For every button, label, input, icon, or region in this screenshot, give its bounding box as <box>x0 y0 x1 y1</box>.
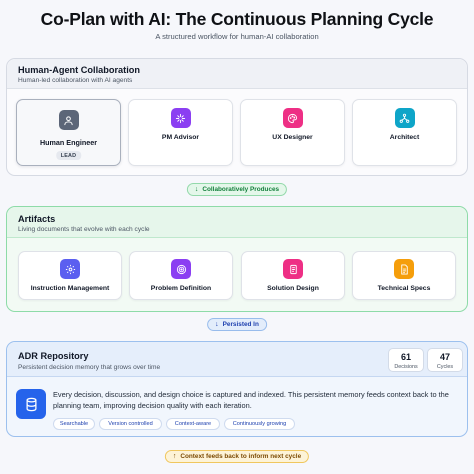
connector-label: Collaboratively Produces <box>202 186 280 193</box>
sparkle-icon <box>170 108 191 128</box>
agent-card-ux-designer[interactable]: UX Designer <box>240 99 345 166</box>
artifact-card-problem-definition[interactable]: Problem Definition <box>129 251 233 300</box>
collaboration-title: Human-Agent Collaboration <box>18 65 140 75</box>
tag-context-aware: Context-aware <box>166 418 220 430</box>
artifacts-subtitle: Living documents that evolve with each c… <box>18 226 150 233</box>
collaboration-section: Human-Agent Collaboration Human-led coll… <box>6 58 468 176</box>
artifact-card-solution-design[interactable]: Solution Design <box>241 251 345 300</box>
connector-produces: ↓ Collaboratively Produces <box>186 183 288 196</box>
palette-icon <box>282 108 303 128</box>
artifacts-section: Artifacts Living documents that evolve w… <box>6 206 468 312</box>
gear-icon <box>60 259 80 279</box>
artifact-card-instruction-management[interactable]: Instruction Management <box>18 251 122 300</box>
arrow-down-icon: ↓ <box>215 321 219 328</box>
adr-title: ADR Repository <box>18 351 89 361</box>
artifact-label: Instruction Management <box>30 285 110 292</box>
adr-section: ADR Repository Persistent decision memor… <box>6 341 468 437</box>
tag-searchable: Searchable <box>53 418 95 430</box>
stat-value: 47 <box>439 352 450 362</box>
document-icon <box>394 259 414 279</box>
agent-card-pm-advisor[interactable]: PM Advisor <box>128 99 233 166</box>
arrow-up-icon: ↑ <box>172 453 177 460</box>
collaboration-subtitle: Human-led collaboration with AI agents <box>18 77 133 84</box>
tag-version-controlled: Version controlled <box>99 418 162 430</box>
stat-caption: Decisions <box>394 364 418 370</box>
database-icon <box>16 389 46 419</box>
artifact-card-technical-specs[interactable]: Technical Specs <box>352 251 456 300</box>
agent-label: UX Designer <box>272 134 313 141</box>
stat-decisions: 61 Decisions <box>388 348 424 372</box>
artifact-label: Solution Design <box>267 285 319 292</box>
stat-cycles: 47 Cycles <box>427 348 463 372</box>
artifacts-header <box>7 207 467 238</box>
stat-value: 61 <box>400 352 411 362</box>
connector-persisted: ↓ Persisted In <box>207 318 267 331</box>
connector-feedback: ↑ Context feeds back to inform next cycl… <box>164 450 310 463</box>
lead-badge: LEAD <box>55 151 82 160</box>
person-icon <box>58 110 79 130</box>
agent-label: Architect <box>389 134 420 141</box>
artifact-label: Technical Specs <box>377 285 431 292</box>
network-icon <box>394 108 415 128</box>
target-icon <box>171 259 191 279</box>
agent-label: PM Advisor <box>161 134 200 141</box>
agent-label: Human Engineer <box>39 138 98 147</box>
connector-label: Context feeds back to inform next cycle <box>180 453 302 460</box>
adr-subtitle: Persistent decision memory that grows ov… <box>18 364 161 371</box>
collaboration-header <box>7 59 467 89</box>
connector-label: Persisted In <box>222 321 259 328</box>
arrow-down-icon: ↓ <box>194 186 199 193</box>
layers-icon <box>283 259 303 279</box>
artifact-label: Problem Definition <box>150 285 212 292</box>
page-subtitle: A structured workflow for human-AI colla… <box>155 32 319 41</box>
agent-card-human-engineer[interactable]: Human Engineer LEAD <box>16 99 121 166</box>
agent-card-architect[interactable]: Architect <box>352 99 457 166</box>
adr-description: Every decision, discussion, and design c… <box>53 390 449 410</box>
tag-continuously-growing: Continuously growing <box>224 418 295 430</box>
stat-caption: Cycles <box>436 364 454 370</box>
page-title: Co-Plan with AI: The Continuous Planning… <box>40 9 434 29</box>
artifacts-title: Artifacts <box>18 214 56 224</box>
